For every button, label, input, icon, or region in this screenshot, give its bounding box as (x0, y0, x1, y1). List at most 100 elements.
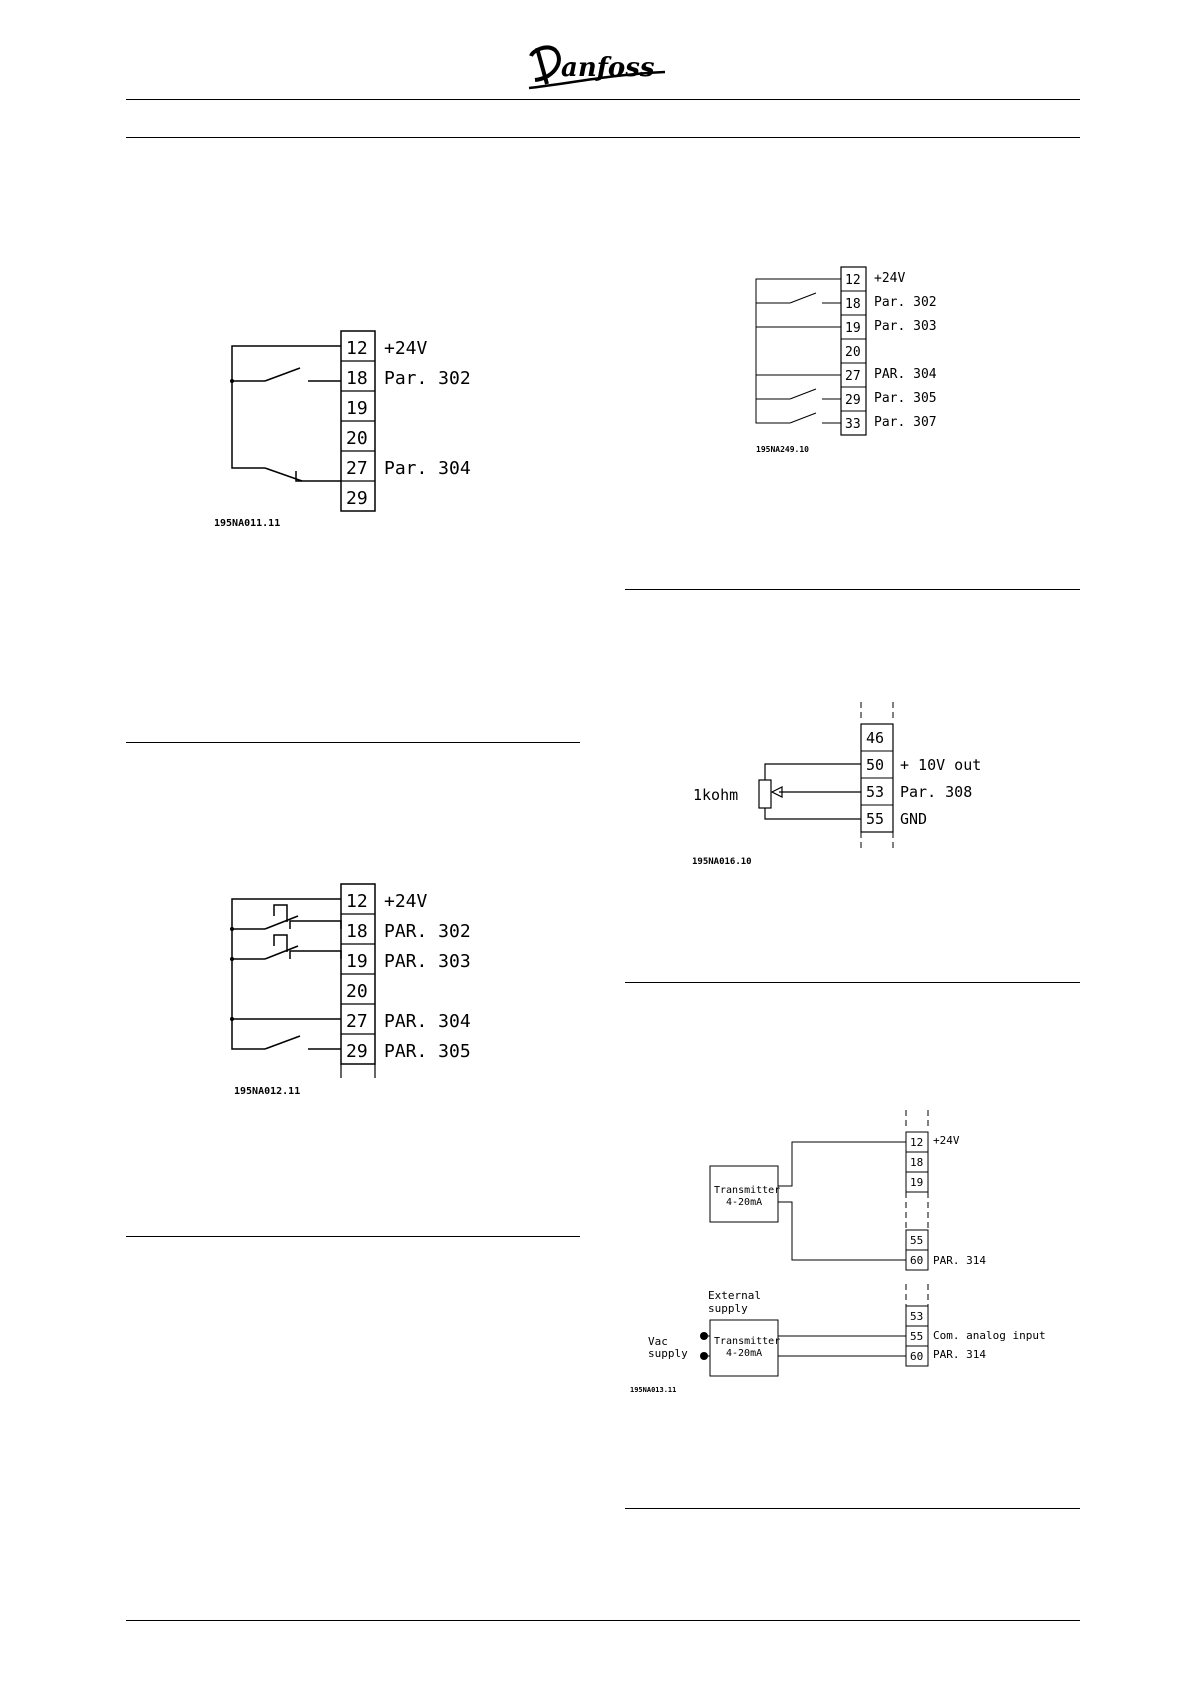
wiring-lower (700, 1332, 906, 1360)
resistor-label: 1kohm (693, 786, 738, 804)
diagram-code: 195NA012.11 (234, 1086, 300, 1097)
terminal-number: 19 (845, 321, 861, 336)
pushbutton-contact (264, 915, 299, 930)
wiring (758, 763, 861, 820)
external-supply-label: supply (708, 1302, 748, 1315)
terminal-number: 33 (845, 417, 861, 432)
terminal-number: 55 (866, 810, 884, 828)
terminal-number: 20 (346, 428, 368, 449)
supply-terminal (700, 1352, 708, 1360)
terminal-block (340, 883, 376, 1078)
pushbutton-contact (264, 945, 299, 960)
terminal-number: 20 (845, 345, 861, 360)
terminal-label: PAR. 304 (874, 367, 937, 382)
terminal-number: 19 (346, 951, 368, 972)
diagram-code: 195NA016.10 (692, 857, 752, 867)
terminal-block (840, 266, 867, 436)
terminal-number: 60 (910, 1350, 923, 1363)
terminal-number: 53 (866, 783, 884, 801)
switch-contact (264, 367, 301, 382)
terminal-label: GND (900, 810, 927, 828)
terminal-number: 60 (910, 1254, 923, 1267)
terminal-number: 50 (866, 756, 884, 774)
terminal-label: +24V (874, 271, 905, 286)
terminal-number: 19 (346, 398, 368, 419)
terminal-block (860, 702, 894, 852)
terminal-number: 18 (910, 1156, 923, 1169)
transmitter-label: Transmitter (714, 1336, 780, 1347)
wiring (230, 898, 342, 1050)
potentiometer (758, 779, 772, 809)
footer-rule (126, 1620, 1080, 1621)
section-rule-right-3 (625, 1508, 1080, 1509)
terminal-label: + 10V out (900, 756, 981, 774)
switch-contact (789, 412, 817, 424)
wiring-upper (778, 1141, 906, 1261)
transmitter-label: 4-20mA (726, 1197, 762, 1208)
terminal-label: Par. 308 (900, 783, 972, 801)
section-rule-right-1 (625, 589, 1080, 590)
terminal-label: Par. 302 (384, 368, 471, 389)
terminal-number: 29 (845, 393, 861, 408)
terminal-label: PAR. 305 (384, 1041, 471, 1062)
terminal-block-upper (905, 1110, 929, 1271)
diagram-code: 195NA011.11 (214, 518, 280, 529)
terminal-number: 55 (910, 1330, 923, 1343)
svg-text:anfoss: anfoss (561, 53, 655, 83)
transmitter-label: 4-20mA (726, 1348, 762, 1359)
header-rule-top (126, 99, 1080, 100)
terminal-number: 12 (910, 1136, 923, 1149)
section-rule-right-2 (625, 982, 1080, 983)
terminal-number: 27 (346, 1011, 368, 1032)
terminal-number: 18 (346, 921, 368, 942)
diagram-code: 195NA013.11 (630, 1386, 676, 1394)
wiring (755, 278, 841, 424)
terminal-number: 27 (346, 458, 368, 479)
terminal-number: 46 (866, 729, 884, 747)
wiring-diagram-5: 12 18 19 55 60 +24V PAR. 314 Transmitter… (630, 1110, 1046, 1394)
terminal-number: 29 (346, 488, 368, 509)
terminal-block (340, 330, 376, 512)
wiring-diagram-3: 12 18 19 20 27 29 33 +24V Par. 302 Par. … (755, 266, 937, 454)
vac-supply-label: Vac (648, 1335, 668, 1348)
wiring-diagram-1: 12 18 19 20 27 29 +24V Par. 302 Par. 304… (214, 330, 471, 529)
terminal-label: Par. 303 (874, 319, 937, 334)
terminal-number: 53 (910, 1310, 923, 1323)
transmitter-upper: Transmitter 4-20mA (709, 1165, 780, 1223)
terminal-label: +24V (933, 1134, 960, 1147)
wiring (230, 345, 341, 482)
terminal-label: PAR. 304 (384, 1011, 471, 1032)
terminal-label: PAR. 314 (933, 1254, 986, 1267)
wiring-diagram-2: 12 18 19 20 27 29 +24V PAR. 302 PAR. 303… (230, 883, 471, 1097)
terminal-label: PAR. 302 (384, 921, 471, 942)
terminal-label: +24V (384, 891, 428, 912)
supply-terminal (700, 1332, 708, 1340)
terminal-label: PAR. 314 (933, 1348, 986, 1361)
terminal-number: 12 (845, 273, 861, 288)
external-supply-label: External (708, 1289, 761, 1302)
terminal-number: 27 (845, 369, 861, 384)
section-rule-left-2 (126, 1236, 580, 1237)
terminal-number: 18 (845, 297, 861, 312)
wiring-diagram-4: 46 50 53 55 + 10V out Par. 308 GND 1kohm… (692, 702, 981, 867)
switch-contact (789, 292, 817, 304)
terminal-number: 12 (346, 891, 368, 912)
terminal-label: Par. 307 (874, 415, 937, 430)
terminal-number: 29 (346, 1041, 368, 1062)
terminal-number: 55 (910, 1234, 923, 1247)
terminal-number: 12 (346, 338, 368, 359)
danfoss-logo: anfoss (528, 45, 666, 90)
terminal-label: Par. 302 (874, 295, 937, 310)
terminal-number: 20 (346, 981, 368, 1002)
terminal-label: Com. analog input (933, 1329, 1046, 1342)
wiper-arrow (770, 786, 783, 798)
diagram-code: 195NA249.10 (756, 445, 809, 454)
transmitter-lower: Transmitter 4-20mA (709, 1319, 780, 1377)
switch-contact (264, 1035, 301, 1050)
terminal-label: +24V (384, 338, 428, 359)
header-rule-bottom (126, 137, 1080, 138)
transmitter-label: Transmitter (714, 1185, 780, 1196)
switch-contact (789, 388, 817, 400)
terminal-label: PAR. 303 (384, 951, 471, 972)
section-rule-left-1 (126, 742, 580, 743)
